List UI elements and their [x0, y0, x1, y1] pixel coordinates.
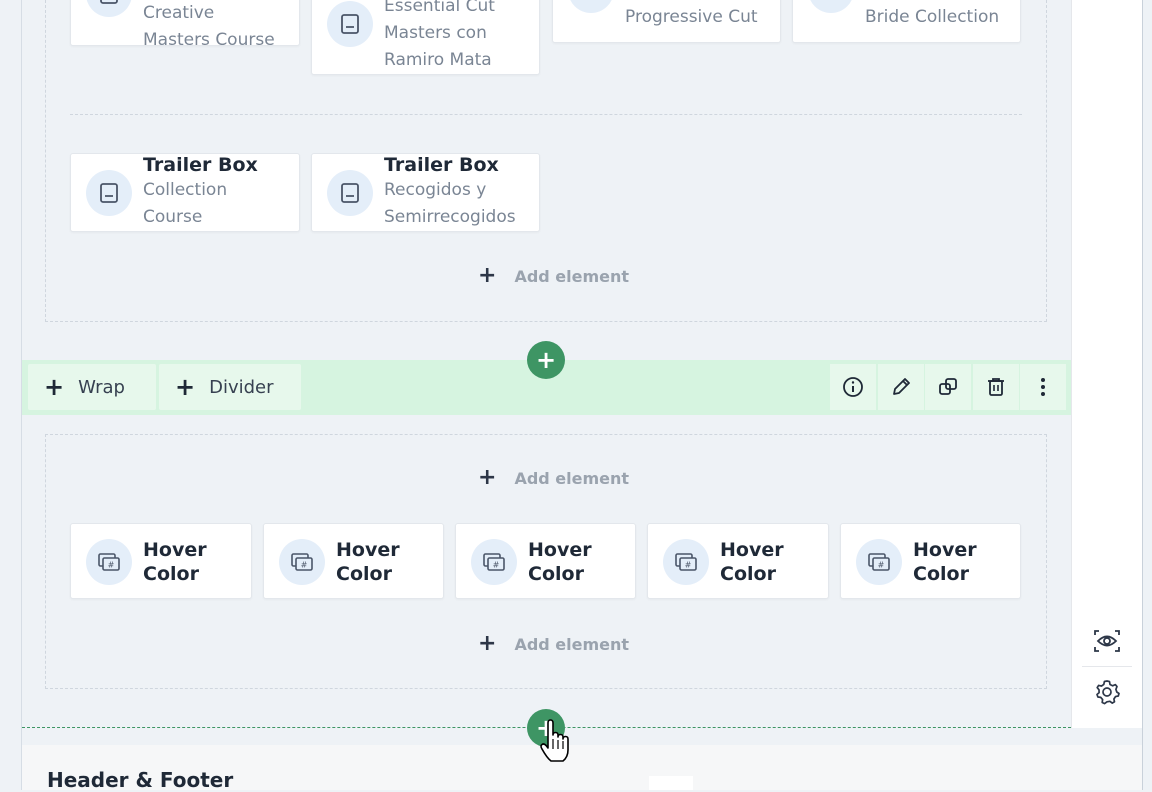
plus-icon: + [478, 631, 497, 656]
course-card-title: Trailer Box [384, 154, 499, 176]
hover-color-card[interactable]: # Hover Color [70, 523, 252, 599]
svg-text:#: # [108, 561, 115, 570]
more-options-button[interactable] [1020, 364, 1066, 410]
document-icon [86, 170, 132, 216]
course-card[interactable]: Progressive Cut [552, 0, 781, 43]
header-footer-title: Header & Footer [47, 768, 234, 792]
add-element-button[interactable]: + Add element [478, 633, 629, 655]
svg-text:#: # [685, 561, 692, 570]
plus-icon: + [44, 373, 65, 401]
add-divider-label: Divider [209, 376, 274, 398]
hover-color-card[interactable]: # Hover Color [455, 523, 636, 599]
header-footer-panel [22, 745, 1142, 790]
hand-cursor-icon [538, 719, 570, 765]
hover-color-label: Hover Color [720, 539, 784, 585]
duplicate-icon [939, 378, 957, 395]
rail-divider [1082, 666, 1132, 667]
add-wrap-label: Wrap [78, 376, 125, 398]
course-card[interactable]: Bride Collection [792, 0, 1021, 43]
hover-color-icon: # [279, 539, 325, 585]
right-edge-line [1142, 0, 1143, 790]
course-card[interactable]: Creative Masters Course [70, 0, 300, 46]
course-card-subtitle: Essential Cut Masters con Ramiro Mata [384, 0, 495, 70]
course-card[interactable]: Trailer Box Recogidos y Semirrecogidos [311, 153, 540, 232]
row-separator [70, 114, 1022, 115]
course-card[interactable]: Trailer Box Collection Course [70, 153, 300, 232]
document-icon [327, 1, 373, 47]
hover-color-icon: # [663, 539, 709, 585]
hover-color-icon: # [856, 539, 902, 585]
gear-icon [1096, 680, 1120, 705]
add-wrap-button[interactable]: + Wrap [28, 364, 156, 410]
edit-button[interactable] [878, 364, 924, 410]
document-icon [808, 0, 854, 13]
course-card-title: Trailer Box [143, 154, 258, 176]
plus-icon: + [478, 263, 497, 288]
course-card-subtitle: Recogidos y Semirrecogidos [384, 180, 516, 227]
plus-icon: + [535, 346, 557, 374]
pencil-icon [893, 378, 910, 395]
hover-color-label: Hover Color [143, 539, 207, 585]
course-card-subtitle: Bride Collection [865, 7, 1000, 27]
more-vertical-icon [1041, 378, 1045, 396]
trash-icon [988, 378, 1004, 396]
svg-text:#: # [301, 561, 308, 570]
info-icon [843, 377, 863, 397]
course-card[interactable]: Essential Cut Masters con Ramiro Mata [311, 0, 540, 75]
eye-preview-icon [1094, 630, 1120, 652]
svg-text:#: # [493, 561, 500, 570]
course-card-subtitle: Creative Masters Course [143, 3, 275, 46]
add-element-button[interactable]: + Add element [478, 467, 629, 489]
add-element-label: Add element [514, 634, 630, 654]
settings-button[interactable] [1094, 679, 1120, 705]
info-button[interactable] [830, 364, 876, 410]
add-element-button[interactable]: + Add element [478, 265, 629, 287]
plus-icon: + [478, 465, 497, 490]
panel-tab[interactable] [649, 776, 693, 790]
hover-color-card[interactable]: # Hover Color [647, 523, 829, 599]
add-element-label: Add element [514, 266, 630, 286]
plus-icon: + [175, 373, 196, 401]
add-element-label: Add element [514, 468, 630, 488]
course-card-subtitle: Progressive Cut [625, 7, 758, 27]
hover-color-label: Hover Color [336, 539, 400, 585]
hover-color-card[interactable]: # Hover Color [263, 523, 444, 599]
hover-color-card[interactable]: # Hover Color [840, 523, 1021, 599]
course-card-subtitle: Collection Course [143, 180, 228, 227]
duplicate-button[interactable] [925, 364, 971, 410]
preview-button[interactable] [1093, 628, 1121, 654]
hover-color-label: Hover Color [528, 539, 592, 585]
canvas-left-border [21, 0, 22, 790]
delete-button[interactable] [973, 364, 1019, 410]
hover-color-icon: # [86, 539, 132, 585]
document-icon [327, 170, 373, 216]
hover-color-label: Hover Color [913, 539, 977, 585]
add-divider-button[interactable]: + Divider [159, 364, 301, 410]
add-section-button[interactable]: + [527, 341, 565, 379]
hover-color-icon: # [471, 539, 517, 585]
right-sidebar-rail [1071, 0, 1143, 728]
document-icon [86, 0, 132, 17]
svg-text:#: # [878, 561, 885, 570]
document-icon [568, 0, 614, 13]
